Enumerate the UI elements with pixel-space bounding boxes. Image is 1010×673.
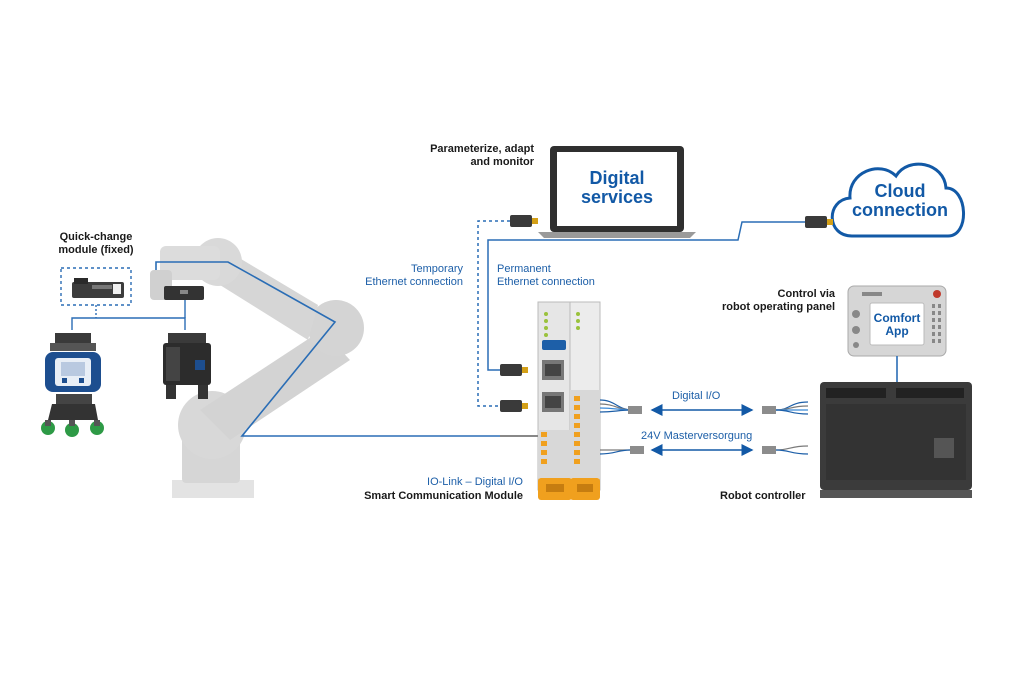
digital-services-line-1: Digital (589, 168, 645, 188)
quick-change-line-1: Quick-change (59, 231, 133, 243)
parameterize-line-2: and monitor (470, 156, 534, 168)
quick-change-label: Quick-change module (fixed) (40, 231, 152, 257)
permanent-ethernet-line-1: Permanent (497, 263, 551, 275)
cloud-connection-label: Cloud connection (838, 182, 962, 220)
smart-communication-module (537, 301, 601, 500)
control-via-line-1: Control via (777, 288, 835, 300)
cloud (830, 162, 965, 238)
robot-controller-label: Robot controller (720, 490, 806, 502)
parameterize-line-1: Parameterize, adapt (430, 143, 534, 155)
cloud-connection-line-2: connection (851, 199, 948, 220)
quick-change-module (60, 267, 204, 330)
digital-io-label: Digital I/O (672, 390, 721, 402)
parameterize-label: Parameterize, adapt and monitor (400, 143, 534, 169)
control-via-label: Control via robot operating panel (690, 288, 835, 314)
digital-services-line-2: services (580, 186, 654, 207)
quick-change-line-2: module (fixed) (58, 244, 134, 256)
parallel-gripper (163, 333, 211, 399)
laptop (538, 146, 696, 238)
robot-controller (820, 382, 972, 498)
ethernet-cables (477, 215, 833, 412)
permanent-ethernet-label: Permanent Ethernet connection (497, 263, 595, 289)
cloud-connection-line-1: Cloud (874, 181, 926, 201)
comfort-app-line-2: App (885, 323, 909, 338)
permanent-ethernet-line-2: Ethernet connection (497, 276, 595, 288)
temporary-ethernet-line-2: Ethernet connection (365, 276, 463, 288)
robot-operating-panel (847, 285, 947, 382)
control-via-line-2: robot operating panel (721, 301, 835, 313)
io-wires (599, 399, 633, 455)
comfort-app-label: Comfort App (870, 312, 924, 337)
digital-services-label: Digital services (557, 169, 677, 207)
masterversorgung-label: 24V Masterversorgung (641, 430, 753, 442)
io-link-label: IO-Link – Digital I/O (427, 476, 523, 488)
comfort-app-line-1: Comfort (873, 311, 921, 325)
temporary-ethernet-line-1: Temporary (411, 263, 463, 275)
temporary-ethernet-label: Temporary Ethernet connection (330, 263, 463, 289)
vacuum-gripper (41, 333, 104, 437)
smart-module-label: Smart Communication Module (364, 490, 523, 502)
